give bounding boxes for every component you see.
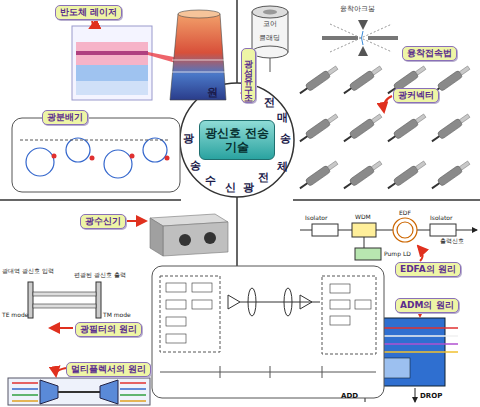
- pointer-arrows: [50, 21, 423, 376]
- topic-tag: 광분배기: [42, 110, 88, 125]
- ring-character: 신: [225, 182, 236, 193]
- ring-character: 수: [205, 175, 216, 186]
- part-label: Isolator: [430, 215, 452, 221]
- node-text: ADM의 원리: [400, 300, 454, 310]
- part-label: Isolator: [305, 215, 327, 221]
- topic-tag: 광섬유구조: [241, 48, 256, 103]
- topic-tag: 반도체 레이저: [55, 5, 122, 20]
- node-text: 멀티플렉서의 원리: [71, 364, 146, 374]
- node-text: 광분배기: [47, 112, 83, 122]
- connector-photos: [298, 64, 471, 191]
- node-text: 광필터의 원리: [80, 324, 137, 334]
- part-label: DROP: [420, 393, 442, 400]
- ring-character: 매: [277, 112, 288, 123]
- part-label: TM mode: [103, 312, 131, 318]
- ring-character: 송: [280, 133, 291, 144]
- ring-character: 전: [264, 97, 275, 108]
- part-label: TE mode: [2, 312, 28, 318]
- node-text: EDFA의 원리: [400, 264, 456, 274]
- part-label: 클래딩: [259, 35, 280, 42]
- node-text: 광커넥터: [398, 90, 434, 100]
- part-label: ADD: [341, 393, 358, 400]
- fusion-illustration: [322, 20, 398, 56]
- ring-character: 송: [190, 160, 201, 171]
- system-block-diagram: [152, 266, 384, 398]
- topic-tag: 광필터의 원리: [75, 322, 142, 337]
- part-label: EDF: [399, 210, 411, 216]
- part-label: 융착아크봉: [340, 6, 375, 13]
- node-text: 광수신기: [85, 216, 121, 226]
- divider-lines: [0, 0, 480, 266]
- node-text: 광섬유구조: [244, 53, 254, 98]
- ring-character: 원: [207, 87, 218, 98]
- topic-tag: EDFA의 원리: [395, 262, 461, 277]
- part-label: WDM: [355, 214, 371, 220]
- topic-tag: 광커넥터: [393, 88, 439, 103]
- node-text: 융착접속법: [407, 48, 452, 58]
- ring-character: 광: [243, 182, 254, 193]
- edfa-schematic: [300, 218, 477, 260]
- topic-tag: ADM의 원리: [395, 298, 459, 313]
- node-text: 광신호 전송기술: [202, 126, 272, 154]
- topic-tag: 융착접속법: [402, 46, 457, 61]
- ring-character: 광: [183, 133, 194, 144]
- part-label: Pump LD: [384, 251, 411, 257]
- ring-character: 전: [258, 172, 269, 183]
- topic-tag: 광수신기: [80, 214, 126, 229]
- ring-character: 체: [277, 161, 288, 172]
- node-text: 반도체 레이저: [60, 7, 117, 17]
- part-label: 광대역 광신호 입력: [2, 268, 54, 274]
- mux-illustration: [8, 378, 150, 405]
- part-label: 출력신호: [440, 238, 464, 244]
- filter-illustration: [28, 282, 101, 318]
- laser-illustration: [72, 10, 226, 100]
- topic-tag: 멀티플렉서의 원리: [66, 362, 151, 377]
- splitter-illustration: [12, 118, 180, 192]
- part-label: 편광된 광신호 출력: [74, 272, 126, 278]
- part-label: 코어: [263, 21, 277, 28]
- center-title-box: 광신호 전송기술: [199, 120, 275, 160]
- fiber-illustration: [252, 6, 288, 72]
- receiver-photo: [150, 214, 228, 256]
